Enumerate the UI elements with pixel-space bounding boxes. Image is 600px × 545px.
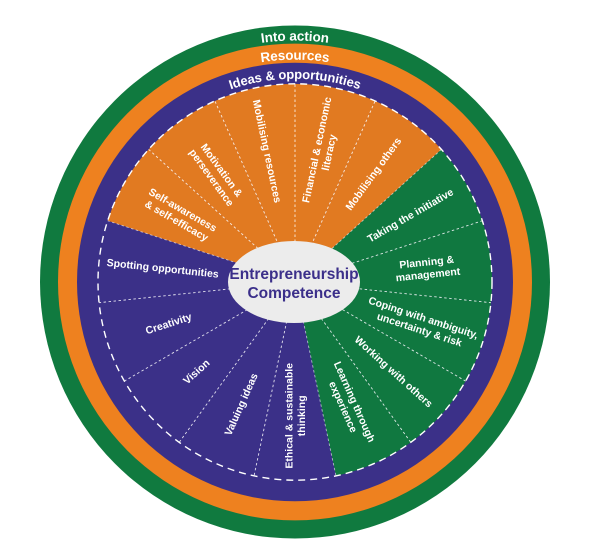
competence-label-line: Planning & (399, 254, 455, 272)
area-divider (294, 281, 337, 476)
sector-valuing-ideas (179, 282, 295, 476)
sector-vision (124, 282, 295, 443)
sector-taking-the-initiative (295, 149, 483, 282)
center-title-line-2: Competence (247, 285, 340, 302)
sector-divider (253, 281, 296, 476)
center-title-line-1: Entrepreneurship (229, 266, 358, 283)
sector-motivation-perseverance (148, 100, 295, 282)
sector-financial-economic-literacy (295, 83, 376, 283)
sector-mobilising-resources (214, 83, 295, 283)
center-hub: Entrepreneurship Competence (228, 241, 360, 323)
sector-learning-through-experience (295, 282, 411, 476)
ring-label-resources: Resources (260, 47, 331, 65)
competence-label-line: Ethical & sustainable (284, 363, 296, 469)
sector-mobilising-others (295, 100, 442, 282)
sector-boundary-circle (97, 83, 493, 481)
center-ellipse (228, 241, 360, 323)
ring-label-into-action: Into action (260, 28, 330, 45)
sector-self-awareness-self-efficacy (107, 149, 295, 282)
sector-working-with-others (295, 282, 466, 443)
competence-label-line: thinking (296, 395, 308, 436)
dividers-layer (97, 83, 493, 481)
sector-ethical-sustainable-thinking (254, 282, 336, 481)
